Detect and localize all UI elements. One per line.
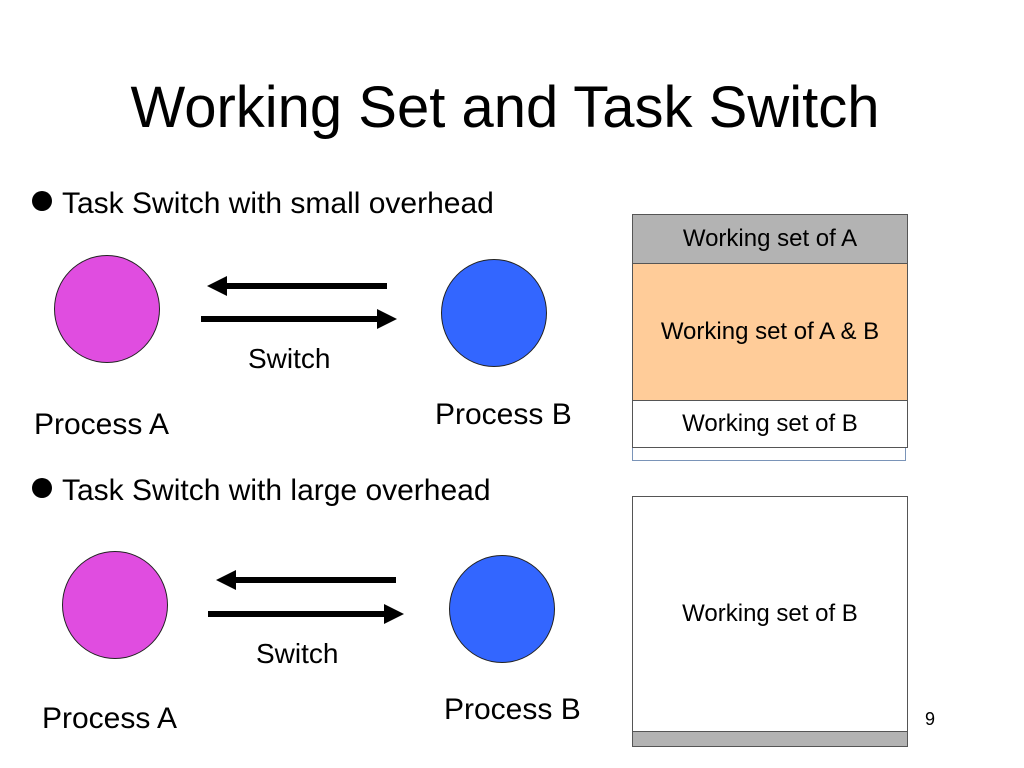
process-b-label-small: Process B — [435, 398, 572, 431]
arrow-left-icon — [207, 276, 227, 296]
process-a-label-large: Process A — [42, 702, 178, 735]
process-a-label-small: Process A — [34, 408, 170, 441]
switch-arrows-large — [208, 570, 404, 624]
page-number: 9 — [925, 709, 936, 729]
bullet-dot-icon — [32, 191, 52, 211]
slide-title: Working Set and Task Switch — [130, 75, 880, 140]
arrow-left-icon — [216, 570, 236, 590]
process-b-label-large: Process B — [444, 693, 581, 726]
bullet-small-overhead-text: Task Switch with small overhead — [62, 187, 494, 220]
working-set-a-and-b: Working set of A & B — [632, 263, 908, 401]
arrow-right-icon — [384, 604, 404, 624]
switch-label-large: Switch — [256, 638, 339, 669]
bullet-large-overhead-text: Task Switch with large overhead — [62, 474, 491, 507]
switch-arrows-small — [201, 276, 397, 329]
arrow-right-icon — [377, 309, 397, 329]
ws-stack-shadow — [632, 447, 906, 461]
working-set-a-strip — [632, 731, 908, 747]
process-b-circle — [441, 259, 547, 367]
working-set-b-large: Working set of B — [632, 496, 908, 732]
bullet-large-overhead: Task Switch with large overhead — [32, 473, 491, 509]
bullet-dot-icon — [32, 478, 52, 498]
process-b-circle — [449, 555, 555, 663]
working-set-b-small: Working set of B — [632, 400, 908, 448]
bullet-small-overhead: Task Switch with small overhead — [32, 186, 494, 222]
process-a-circle — [54, 255, 160, 363]
working-set-a: Working set of A — [632, 214, 908, 264]
process-a-circle — [62, 551, 168, 659]
switch-label-small: Switch — [248, 343, 331, 374]
